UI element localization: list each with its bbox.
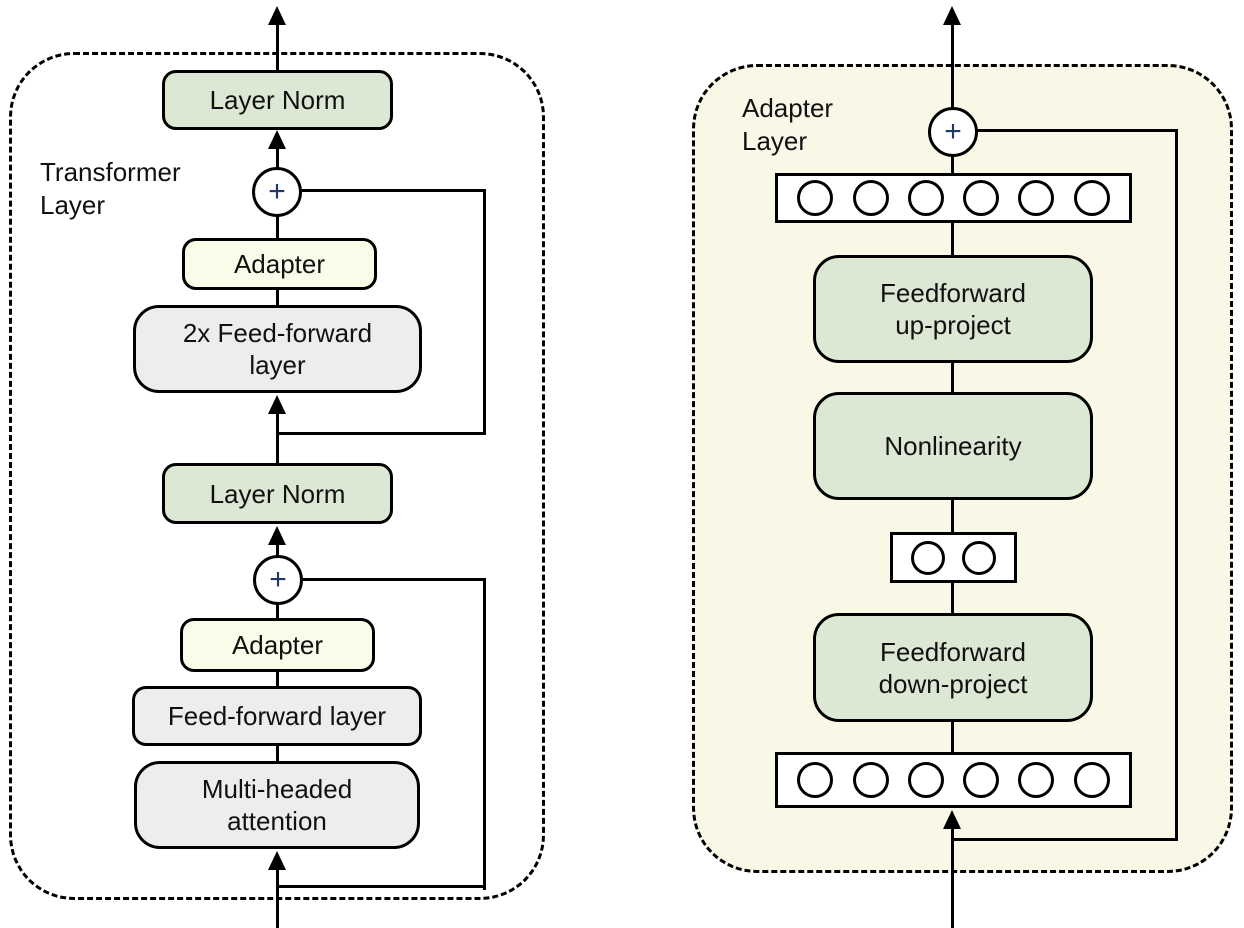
left-upper-skip-bottom-line [277,432,486,435]
plus-icon: + [268,175,286,208]
left-upper-skip-vertical-line [483,189,486,435]
right-connector-line [951,153,954,175]
left-lower-skip-bottom-line [277,885,486,888]
unit-circle [907,762,944,798]
unit-circle [797,762,834,798]
left-connector-line [276,601,279,621]
right-connector-line [951,720,954,754]
right-connector-line [951,581,954,615]
unit-circle [852,762,889,798]
unit-circle [797,180,834,216]
unit-circle [1073,180,1110,216]
left-upper-connector-line [276,142,279,170]
right-add-circle: + [928,107,978,157]
left-input-line [276,866,279,928]
right-output-line [951,18,954,110]
right-skip-bottom-line [953,838,1178,841]
multi-headed-attention-box: Multi-headed attention [134,761,420,849]
left-add-top-circle: + [252,167,302,217]
unit-circle [907,180,944,216]
feedforward-down-project-box: Feedforward down-project [813,613,1093,722]
unit-circle [852,180,889,216]
feed-forward-2x-box: 2x Feed-forward layer [133,305,422,393]
nonlinearity-box: Nonlinearity [813,392,1093,500]
unit-circle [910,540,945,575]
left-connector-line [276,213,279,241]
left-output-arrow-icon [268,6,286,25]
unit-circle [1018,762,1055,798]
unit-circle [963,180,1000,216]
right-connector-line [951,361,954,394]
layer-norm-top-box: Layer Norm [162,70,393,130]
left-connector-line [276,744,279,764]
bottleneck-units-row [890,532,1017,583]
left-mid-arrow-icon [268,395,286,414]
right-input-arrow-icon [943,810,961,829]
right-output-arrow-icon [943,6,961,25]
top-units-row [775,173,1132,223]
left-add-bottom-circle: + [253,555,303,605]
right-connector-line [951,498,954,534]
plus-icon: + [944,115,962,148]
right-input-line [951,825,954,928]
left-lower-connector-line [276,538,279,558]
feed-forward-box: Feed-forward layer [132,686,422,746]
left-upper-arrow-icon [268,130,286,149]
left-upper-skip-top-line [299,189,486,192]
left-connector-line [276,288,279,308]
transformer-layer-label: Transformer Layer [40,157,181,220]
right-skip-top-line [975,129,1178,132]
left-lower-skip-vertical-line [483,578,486,890]
unit-circle [962,540,997,575]
layer-norm-bottom-box: Layer Norm [162,463,393,524]
left-output-line [276,18,279,72]
left-connector-line [276,670,279,690]
adapter-bottom-box: Adapter [180,618,375,672]
left-mid-connector-line [276,408,279,465]
unit-circle [1018,180,1055,216]
left-input-arrow-icon [268,851,286,870]
bottom-units-row [775,752,1132,808]
unit-circle [963,762,1000,798]
unit-circle [1073,762,1110,798]
right-skip-vertical-line [1175,129,1178,841]
left-lower-arrow-icon [268,526,286,545]
adapter-top-box: Adapter [182,238,377,290]
adapter-layer-label: Adapter Layer [742,93,834,156]
plus-icon: + [269,563,287,596]
left-lower-skip-top-line [300,578,486,581]
right-connector-line [951,221,954,257]
feedforward-up-project-box: Feedforward up-project [813,255,1093,363]
